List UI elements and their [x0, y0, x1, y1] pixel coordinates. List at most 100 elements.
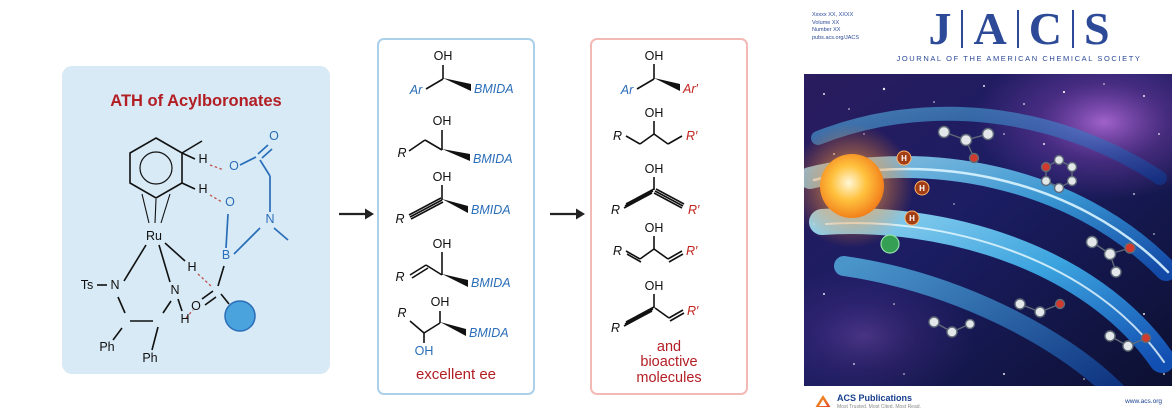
- wedge-bond: [442, 149, 470, 161]
- structure-diaryl-carbinol: OH Ar Ar′: [620, 49, 699, 97]
- jacs-letter-j: J: [928, 3, 952, 54]
- wedge-bond: [654, 78, 680, 91]
- oh-label: OH: [433, 237, 452, 251]
- h-badge-label: H: [919, 184, 925, 193]
- bonds: [625, 236, 684, 263]
- structure-ene-yne-carbinol: OH R R′: [611, 279, 699, 335]
- n1-label: N: [110, 278, 119, 292]
- r-prime-label: R′: [686, 129, 698, 143]
- jacs-letter-s: S: [1083, 3, 1110, 54]
- bonds: [409, 311, 441, 343]
- cover-footer: ACS Publications Most Trusted. Most Cite…: [804, 386, 1172, 416]
- green-atom: [880, 234, 900, 254]
- issue-date: Xxxxx XX, XXXX: [812, 12, 854, 18]
- bonds: [425, 65, 444, 90]
- bonds: [625, 121, 683, 145]
- r-prime-label: R′: [687, 304, 699, 318]
- cover-art: H H H: [804, 74, 1172, 386]
- excellent-ee-label: excellent ee: [415, 366, 497, 383]
- mida-o-upper-label: O: [229, 159, 239, 173]
- hydrogen-bond-dashes: [185, 164, 225, 319]
- molecule-cluster: [1085, 235, 1136, 278]
- oh-label: OH: [645, 49, 664, 63]
- catalyst-bonds: [97, 137, 230, 351]
- ru-label: Ru: [146, 229, 162, 243]
- molecule-cluster: [928, 316, 976, 338]
- h-badge-label: H: [909, 214, 915, 223]
- structure-aryl-bmida: OH Ar BMIDA: [409, 49, 514, 97]
- bmida-label: BMIDA: [471, 203, 511, 217]
- issue-volume: Volume XX: [812, 19, 840, 26]
- jacs-masthead: Xxxxx XX, XXXX Volume XX Number XX pubs.…: [804, 4, 1172, 74]
- oh2-label: OH: [415, 344, 434, 358]
- jacs-letter-c: C: [1028, 3, 1062, 54]
- r-label: R: [611, 203, 620, 217]
- hydride-badges: H H H: [896, 150, 930, 226]
- jacs-logo: J A C S: [866, 6, 1172, 52]
- structure-diyne-carbinol: OH R R′: [611, 162, 700, 217]
- wedge-bond: [443, 78, 471, 91]
- bonds: [409, 252, 443, 279]
- bonds: [408, 185, 444, 220]
- divider-bar: [1071, 10, 1074, 48]
- structure-allyl-bmida: OH R BMIDA: [395, 237, 510, 290]
- sun: [820, 154, 884, 218]
- molecule-cluster: [937, 125, 995, 164]
- wedge-bond: [442, 274, 468, 287]
- n2-label: N: [170, 283, 179, 297]
- bmida-label: BMIDA: [469, 326, 509, 340]
- bonds: [623, 294, 685, 327]
- oh-label: OH: [645, 106, 664, 120]
- atom-labels: Ru H H Ts N N H H Ph Ph O O O O B N: [81, 129, 279, 365]
- molecule-cluster: [1104, 330, 1152, 352]
- acyl-substituent-sphere: [224, 300, 256, 332]
- molecule-cluster: [1040, 154, 1078, 194]
- cover-art-image: H H H: [804, 74, 1172, 386]
- ar-label: Ar: [620, 83, 634, 97]
- acs-tagline: Most Trusted. Most Cited. Most Read.: [837, 403, 921, 410]
- issue-url: pubs.acs.org/JACS: [812, 34, 860, 41]
- r-label: R: [395, 212, 404, 226]
- oh-label: OH: [433, 170, 452, 184]
- r-label: R: [613, 129, 622, 143]
- bonds: [623, 177, 685, 209]
- divider-bar: [961, 10, 964, 48]
- oh-label: OH: [431, 295, 450, 309]
- derivative-products-panel: OH Ar Ar′ OH R R′ OH: [590, 38, 748, 395]
- structure-diol-bmida: R OH OH BMIDA: [397, 295, 509, 358]
- panel-title: ATH of Acylboronates: [110, 92, 282, 110]
- oh-label: OH: [645, 221, 664, 235]
- mida-o-top-label: O: [269, 129, 279, 143]
- acs-triangle-icon: [815, 395, 831, 407]
- acyl-o-label: O: [191, 299, 201, 313]
- structure-diene-carbinol: OH R R′: [613, 221, 698, 263]
- wedge-bond: [442, 199, 468, 213]
- structure-alkyl-bmida: OH R BMIDA: [397, 114, 513, 166]
- bmida-label: BMIDA: [473, 152, 513, 166]
- oh-label: OH: [645, 279, 664, 293]
- r-label: R: [397, 306, 406, 320]
- reaction-arrow-1: [339, 208, 374, 220]
- catalyst-structure: Ru H H Ts N N H H Ph Ph O O O O B N: [81, 129, 289, 365]
- r-label: R: [611, 321, 620, 335]
- amine-h-label: H: [180, 312, 189, 326]
- acs-website: www.acs.org: [1125, 397, 1162, 405]
- bonds: [408, 130, 443, 152]
- boronate-products-panel: OH Ar BMIDA OH R BMIDA O: [377, 38, 535, 395]
- wedge-bond: [440, 322, 466, 336]
- oh-label: OH: [645, 162, 664, 176]
- arene-h-top-label: H: [198, 152, 207, 166]
- hydride-label: H: [187, 260, 196, 274]
- oh-label: OH: [434, 49, 453, 63]
- ph2-label: Ph: [142, 351, 157, 365]
- oh-label: OH: [433, 114, 452, 128]
- reaction-arrow-2: [550, 208, 585, 220]
- molecule-cluster: [1014, 298, 1066, 318]
- cover-subtitle: JOURNAL OF THE AMERICAN CHEMICAL SOCIETY: [896, 54, 1142, 63]
- journal-cover: Xxxxx XX, XXXX Volume XX Number XX pubs.…: [804, 4, 1172, 416]
- ar-prime-label: Ar′: [682, 82, 699, 96]
- stars: [813, 83, 1165, 380]
- issue-info: Xxxxx XX, XXXX Volume XX Number XX pubs.…: [812, 12, 859, 42]
- jacs-letter-a: A: [973, 3, 1007, 54]
- h-badge-label: H: [901, 154, 907, 163]
